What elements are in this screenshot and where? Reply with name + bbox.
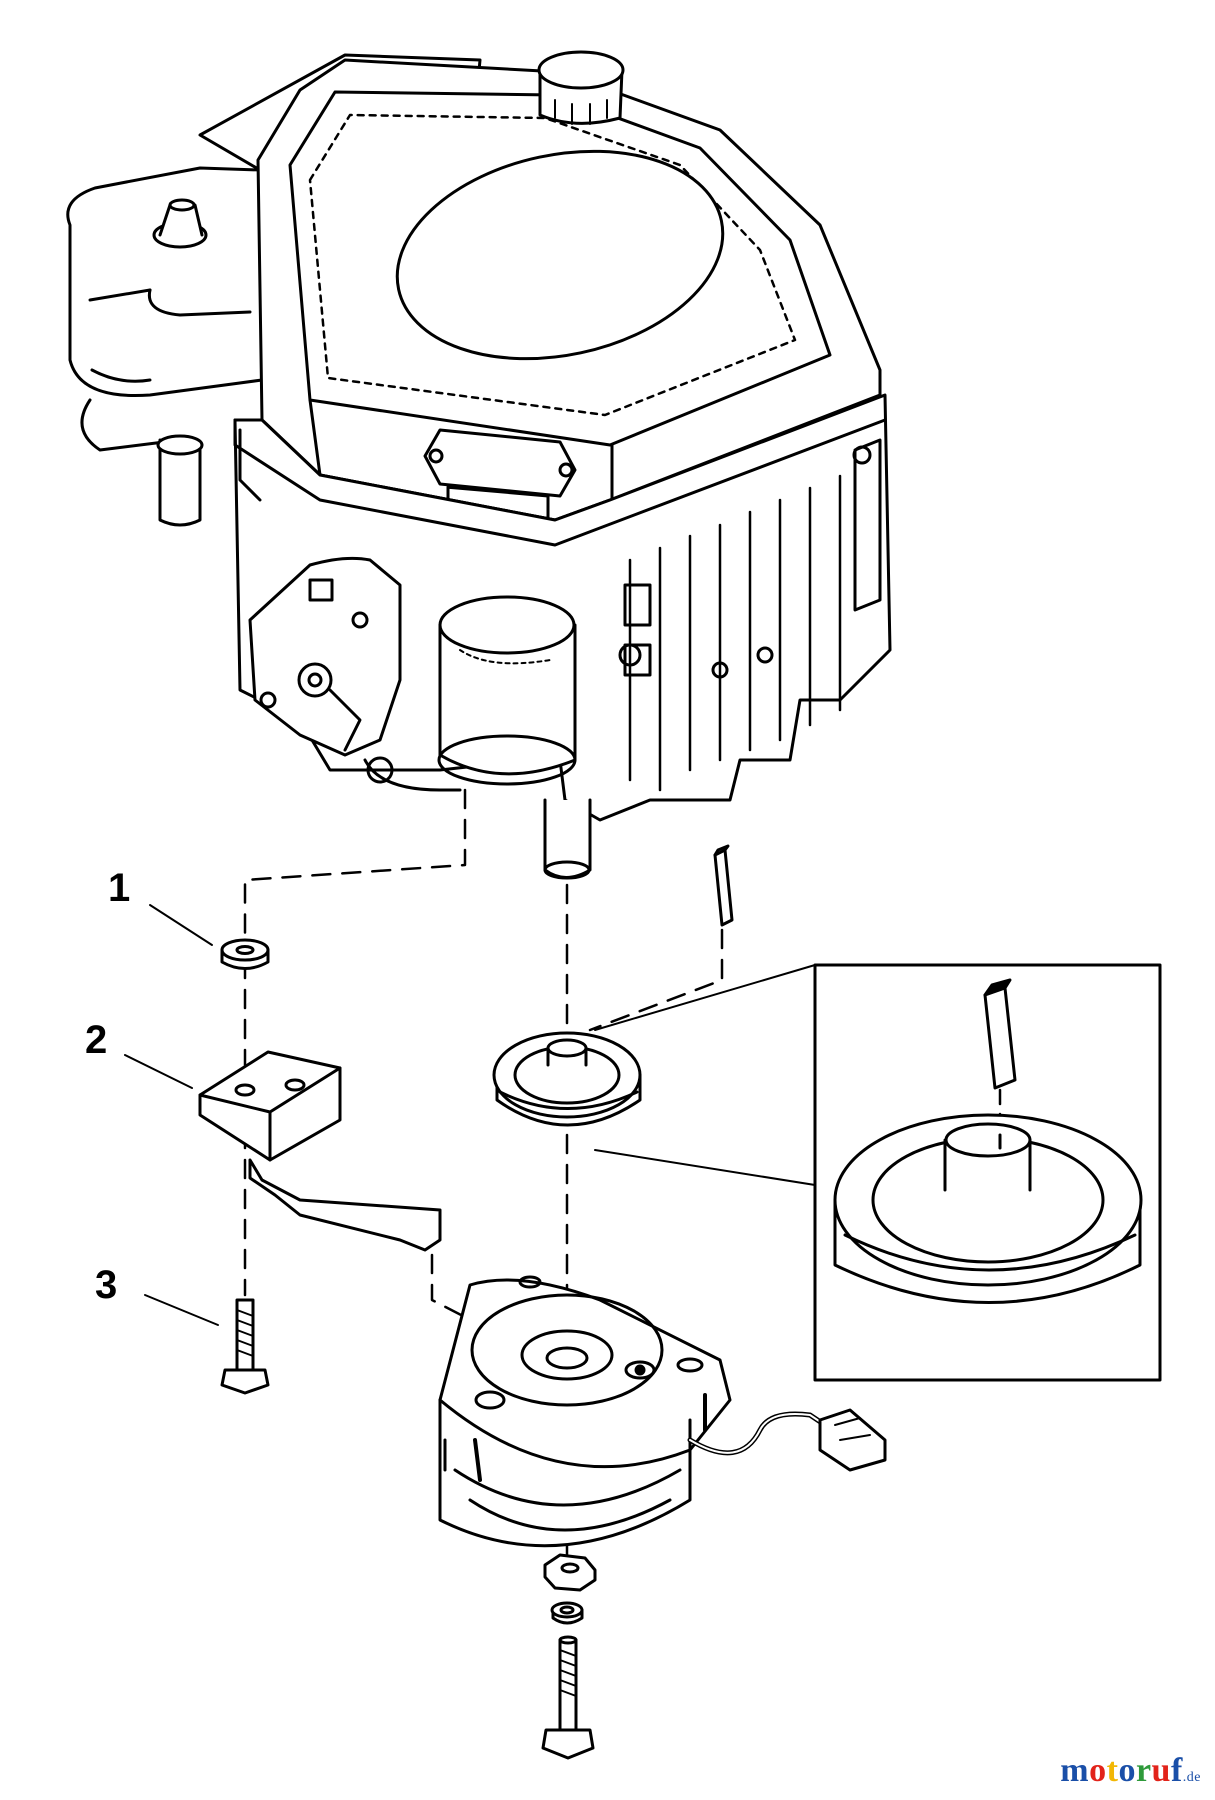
pulley xyxy=(492,1031,642,1127)
detail-inset xyxy=(813,963,1162,1382)
center-bolt xyxy=(541,1635,595,1760)
bolt xyxy=(220,1298,270,1395)
callout-number-2: 2 xyxy=(85,1018,108,1062)
engine-assembly xyxy=(66,50,892,880)
watermark-letter: m xyxy=(1060,1752,1090,1789)
watermark-letter: o xyxy=(1118,1752,1136,1789)
detail-leader-bottom xyxy=(594,1149,816,1186)
air-cleaner xyxy=(66,166,264,398)
callout-number-3: 3 xyxy=(95,1263,118,1307)
dipstick-cap xyxy=(152,198,208,249)
fuel-cap xyxy=(537,50,625,125)
left-pipes xyxy=(80,398,262,527)
detail-leader-top xyxy=(594,964,816,1031)
callout-leader-3 xyxy=(144,1294,219,1326)
watermark-letter: o xyxy=(1089,1752,1107,1789)
callout-leader-2 xyxy=(124,1054,193,1089)
watermark-letter: r xyxy=(1135,1752,1152,1789)
callout-number-1: 1 xyxy=(108,866,131,910)
callout-leader-1 xyxy=(149,904,213,946)
watermark-logo: motoruf.de xyxy=(1060,1752,1201,1790)
hex-nut xyxy=(543,1553,597,1592)
watermark-letter: u xyxy=(1151,1752,1171,1789)
washer xyxy=(220,938,270,970)
engine-cover xyxy=(256,58,882,522)
governor-bracket xyxy=(248,556,402,757)
oil-filter xyxy=(363,595,577,792)
bracket xyxy=(198,1050,442,1252)
woodruff-key xyxy=(713,844,734,927)
electric-clutch xyxy=(438,1275,887,1548)
crankshaft xyxy=(543,798,592,880)
assembly-lines xyxy=(243,788,724,1562)
watermark-suffix: .de xyxy=(1182,1770,1201,1785)
watermark-letter: f xyxy=(1170,1752,1183,1789)
watermark-letter: t xyxy=(1106,1752,1119,1789)
lock-washer xyxy=(550,1601,584,1625)
